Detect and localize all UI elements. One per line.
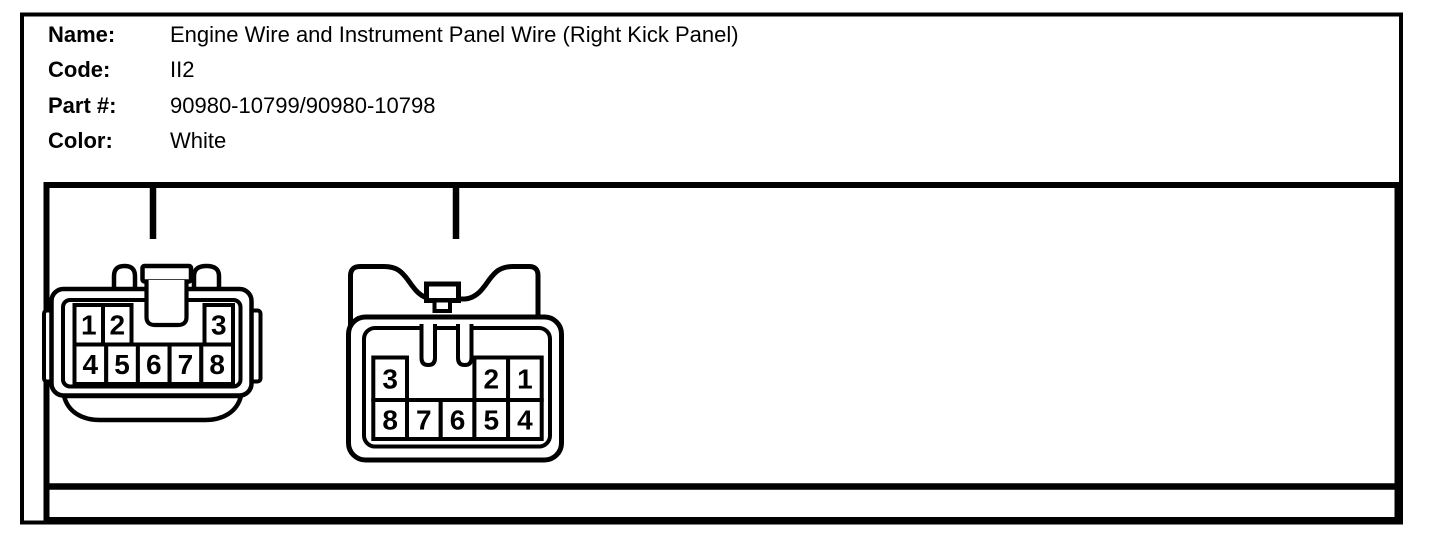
row-color: Color: White	[48, 128, 739, 163]
page-border	[20, 12, 1403, 525]
color-label: Color:	[48, 128, 113, 154]
part-number-label: Part #:	[48, 92, 117, 118]
pin-number: 4	[517, 405, 533, 436]
keyway-slot	[419, 324, 437, 368]
pin-cell	[506, 398, 544, 441]
pin-cell	[199, 342, 236, 386]
harness-bracket	[149, 183, 460, 239]
pin-number: 7	[416, 405, 432, 436]
pin-number: 2	[109, 310, 125, 341]
lock-clip-tab	[432, 298, 452, 313]
pin-number: 6	[450, 405, 466, 436]
pin-cell	[167, 342, 204, 386]
pin-cell	[202, 303, 235, 347]
latch-stem	[144, 280, 189, 328]
row-code: Code: II2	[48, 57, 739, 92]
latch-bar	[140, 263, 194, 284]
pin-number: 3	[211, 310, 227, 341]
pin-number: 1	[517, 364, 533, 395]
keyway-slot	[456, 324, 474, 368]
pin-cell	[104, 342, 140, 386]
row-name: Name: Engine Wire and Instrument Panel W…	[48, 22, 739, 57]
pin-number: 8	[209, 349, 225, 380]
pin-cell	[506, 355, 544, 402]
pin-number: 5	[114, 349, 130, 380]
lock-clip	[424, 281, 461, 303]
code-value: II2	[170, 57, 195, 83]
pin-number: 6	[146, 349, 162, 380]
pin-cell	[101, 303, 134, 347]
pin-number: 4	[83, 349, 99, 380]
color-value: White	[170, 128, 227, 154]
pin-number: 8	[382, 405, 398, 436]
pin-cell	[438, 398, 477, 441]
name-value: Engine Wire and Instrument Panel Wire (R…	[170, 22, 739, 47]
code-label: Code:	[48, 57, 111, 83]
part-number-value: 90980-10799/90980-10798	[170, 92, 436, 118]
pin-number: 3	[382, 364, 398, 395]
pin-cell	[371, 398, 409, 441]
left-connector: 1 2 3 4 5 6 7 8	[42, 263, 263, 423]
pin-number: 2	[483, 364, 499, 395]
pin-number: 5	[483, 405, 499, 436]
header-info: Name: Engine Wire and Instrument Panel W…	[48, 22, 739, 164]
name-label: Name:	[48, 22, 116, 47]
pin-number: 7	[178, 349, 194, 380]
row-part-number: Part #: 90980-10799/90980-10798	[48, 93, 739, 128]
pin-number: 1	[81, 310, 97, 341]
bottom-skirt	[61, 393, 244, 423]
right-connector: 3 2 1 8 7 6 5 4	[346, 264, 564, 463]
